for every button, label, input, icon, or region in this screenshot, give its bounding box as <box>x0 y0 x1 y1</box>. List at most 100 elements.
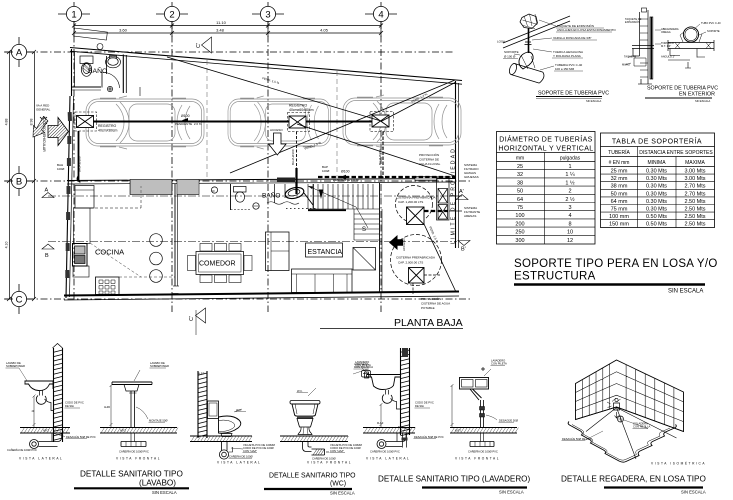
svg-text:VISTA LATERAL: VISTA LATERAL <box>217 461 261 465</box>
svg-text:PEND. 1.5 %: PEND. 1.5 % <box>304 140 322 150</box>
svg-text:10: 10 <box>567 230 573 236</box>
svg-text:CAP. 1,200.00 LTS: CAP. 1,200.00 LTS <box>398 200 423 204</box>
svg-text:CAÑERÍA DE 100Ø PVC: CAÑERÍA DE 100Ø PVC <box>7 447 37 452</box>
svg-text:40: 40 <box>32 410 35 413</box>
svg-text:CAP. 2,000.00 LTS: CAP. 2,000.00 LTS <box>398 261 423 265</box>
svg-text:300: 300 <box>515 238 524 244</box>
svg-text:ANGULO 2": ANGULO 2" <box>661 55 675 59</box>
svg-text:DETALLE REGADERA, EN LOSA TIPO: DETALLE REGADERA, EN LOSA TIPO <box>561 475 706 484</box>
svg-text:75 mm: 75 mm <box>611 207 628 213</box>
svg-text:VISTA FRONTAL: VISTA FRONTAL <box>307 461 352 465</box>
svg-text:2.50 Mts: 2.50 Mts <box>684 222 705 228</box>
svg-text:(LAVABO): (LAVABO) <box>139 479 176 488</box>
svg-text:GRUESAS: GRUESAS <box>464 175 479 179</box>
svg-text:32: 32 <box>517 172 523 178</box>
svg-text:JABONERA: JABONERA <box>354 362 369 366</box>
svg-text:PENDIENTE 1.0 %: PENDIENTE 1.0 % <box>333 178 359 182</box>
svg-text:TAQUETE: TAQUETE <box>624 55 636 59</box>
svg-text:SIN ESCALA: SIN ESCALA <box>586 99 602 103</box>
svg-text:64: 64 <box>517 197 523 203</box>
svg-text:SOPORTE: SOPORTE <box>504 50 519 54</box>
svg-text:100Ø: 100Ø <box>57 167 65 171</box>
svg-text:AGUA FLUVIAL: AGUA FLUVIAL <box>419 162 441 166</box>
svg-text:CAÑERIA DE 100Ø: CAÑERIA DE 100Ø <box>229 454 253 459</box>
svg-text:SIN ESCALA: SIN ESCALA <box>695 99 711 103</box>
svg-text:0.30 Mts: 0.30 Mts <box>646 191 667 197</box>
svg-text:ANCLAJES EN LOSA ESTACIONAMIEN: ANCLAJES EN LOSA ESTACIONAMIENTO <box>557 28 616 32</box>
svg-text:VIGUETA PVC DE 100MM: VIGUETA PVC DE 100MM <box>330 443 363 447</box>
svg-text:CISTERNA DE: CISTERNA DE <box>419 158 439 162</box>
svg-text:ARENAS: ARENAS <box>464 214 476 218</box>
svg-text:DISTANCIA ENTRE SOPORTES: DISTANCIA ENTRE SOPORTES <box>639 150 713 156</box>
svg-text:4.88: 4.88 <box>5 119 9 126</box>
svg-text:Ø100: Ø100 <box>181 114 190 118</box>
svg-text:SOBREPONER: SOBREPONER <box>6 364 25 368</box>
svg-text:SISTEMA: SISTEMA <box>464 163 477 167</box>
svg-text:ACCESO: ACCESO <box>270 128 283 132</box>
svg-text:DESAGÜE 50Ø DE PVC: DESAGÜE 50Ø DE PVC <box>414 435 444 439</box>
svg-text:pulgadas: pulgadas <box>560 156 581 162</box>
svg-text:3: 3 <box>568 205 571 211</box>
svg-text:TUBERIA PVC C-40: TUBERIA PVC C-40 <box>555 63 583 67</box>
svg-text:MINIMA: MINIMA <box>647 160 666 166</box>
svg-text:CODO DE PVC DE 100Ø: CODO DE PVC DE 100Ø <box>243 446 274 450</box>
svg-text:10: 10 <box>212 189 216 193</box>
svg-text:1 ½: 1 ½ <box>565 179 575 186</box>
svg-text:0.50 Mts: 0.50 Mts <box>646 222 667 228</box>
svg-text:SIN ESCALA: SIN ESCALA <box>499 490 524 495</box>
svg-text:100Ø: 100Ø <box>322 169 330 173</box>
svg-text:ACCESO: ACCESO <box>402 238 406 251</box>
svg-text:LAVABO DE: LAVABO DE <box>150 361 165 365</box>
svg-text:GENERAL: GENERAL <box>36 108 51 112</box>
svg-text:40cmX80cm: 40cmX80cm <box>98 129 118 133</box>
svg-text:VISTA ISOMÉTRICA: VISTA ISOMÉTRICA <box>651 461 706 466</box>
svg-text:(WC): (WC) <box>330 481 346 488</box>
svg-text:REGISTRO: REGISTRO <box>289 104 308 108</box>
svg-text:BAJA Ø100: BAJA Ø100 <box>291 149 295 165</box>
svg-text:2.50 Mts: 2.50 Mts <box>684 207 705 213</box>
svg-text:LAVABO DE: LAVABO DE <box>6 361 21 365</box>
svg-text:64 mm: 64 mm <box>611 199 628 205</box>
svg-text:CAÑERÍA DE 100Ø PVC: CAÑERÍA DE 100Ø PVC <box>119 449 149 454</box>
svg-text:50 mm: 50 mm <box>611 191 628 197</box>
svg-text:N.P.T.: N.P.T. <box>43 430 50 433</box>
svg-text:TUBO PVC C-40: TUBO PVC C-40 <box>701 21 721 25</box>
svg-text:SIN ESCALA: SIN ESCALA <box>668 289 703 295</box>
svg-text:250: 250 <box>515 230 524 236</box>
svg-text:MONTAJE 50Ø: MONTAJE 50Ø <box>149 419 167 423</box>
svg-text:2.50 Mts: 2.50 Mts <box>684 199 705 205</box>
svg-text:Ø 100 Ø: Ø 100 Ø <box>504 55 516 59</box>
svg-text:S: S <box>362 227 366 233</box>
svg-text:CODO DE PVC: CODO DE PVC <box>65 401 84 405</box>
svg-text:MAXIMA: MAXIMA <box>685 160 705 166</box>
svg-text:8: 8 <box>568 221 571 227</box>
svg-text:MURO: MURO <box>622 63 630 67</box>
svg-text:DE 90o: DE 90o <box>415 404 424 408</box>
svg-text:SOBREPONER: SOBREPONER <box>150 364 169 368</box>
svg-text:CON PILETA: CON PILETA <box>491 362 507 366</box>
svg-text:HORIZONTAL Y VERTICAL: HORIZONTAL Y VERTICAL <box>498 146 593 153</box>
svg-text:3.48: 3.48 <box>216 28 225 33</box>
svg-text:SIN ESCALA: SIN ESCALA <box>681 490 706 495</box>
svg-text:PROYECCIÓN: PROYECCIÓN <box>419 152 439 157</box>
svg-text:BAJA Ø100: BAJA Ø100 <box>378 149 382 165</box>
svg-text:N.P.T.: N.P.T. <box>199 373 206 376</box>
svg-text:M.T. 1/4": M.T. 1/4" <box>661 44 671 48</box>
svg-text:VISTA LATERAL: VISTA LATERAL <box>366 457 410 461</box>
svg-text:4: 4 <box>378 10 383 21</box>
svg-text:CISTERNA PREFABRICADA: CISTERNA PREFABRICADA <box>396 256 435 260</box>
svg-text:TORNILLO: TORNILLO <box>661 41 674 45</box>
svg-text:DETALLE SANITARIO TIPO (LAVADE: DETALLE SANITARIO TIPO (LAVADERO) <box>378 475 530 484</box>
svg-text:N.P.T.: N.P.T. <box>455 430 462 433</box>
svg-text:2.70 Mts: 2.70 Mts <box>684 191 705 197</box>
svg-text:4.05: 4.05 <box>320 28 329 33</box>
svg-text:GRAVAS: GRAVAS <box>464 171 476 175</box>
svg-text:3.60: 3.60 <box>119 28 128 33</box>
svg-text:0.30 Mts: 0.30 Mts <box>646 184 667 190</box>
svg-text:DETALLE SANITARIO TIPO: DETALLE SANITARIO TIPO <box>80 470 183 479</box>
svg-text:1: 1 <box>71 10 76 21</box>
svg-text:100: 100 <box>515 213 524 219</box>
svg-text:25: 25 <box>517 164 523 170</box>
svg-text:TAQUETE DE EXPANSIÓN: TAQUETE DE EXPANSIÓN <box>557 23 594 28</box>
svg-text:150 mm: 150 mm <box>609 222 629 228</box>
